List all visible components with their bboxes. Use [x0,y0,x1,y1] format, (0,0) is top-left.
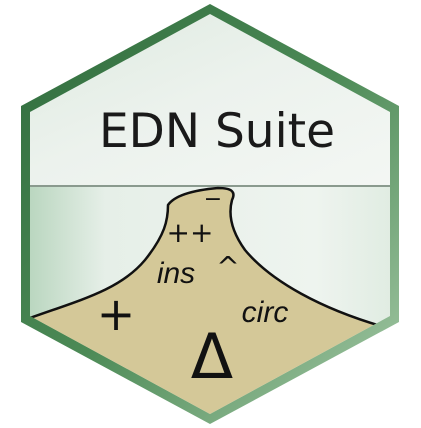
ins-label: ins [157,257,195,290]
minus-symbol: − [204,187,222,212]
plus-plus-symbol: ++ [167,216,214,249]
plus-symbol: + [97,287,136,341]
logo-title: EDN Suite [99,104,335,159]
caret-symbol: ^ [216,250,239,283]
delta-symbol: Δ [191,320,233,393]
circ-label: circ [242,296,289,329]
